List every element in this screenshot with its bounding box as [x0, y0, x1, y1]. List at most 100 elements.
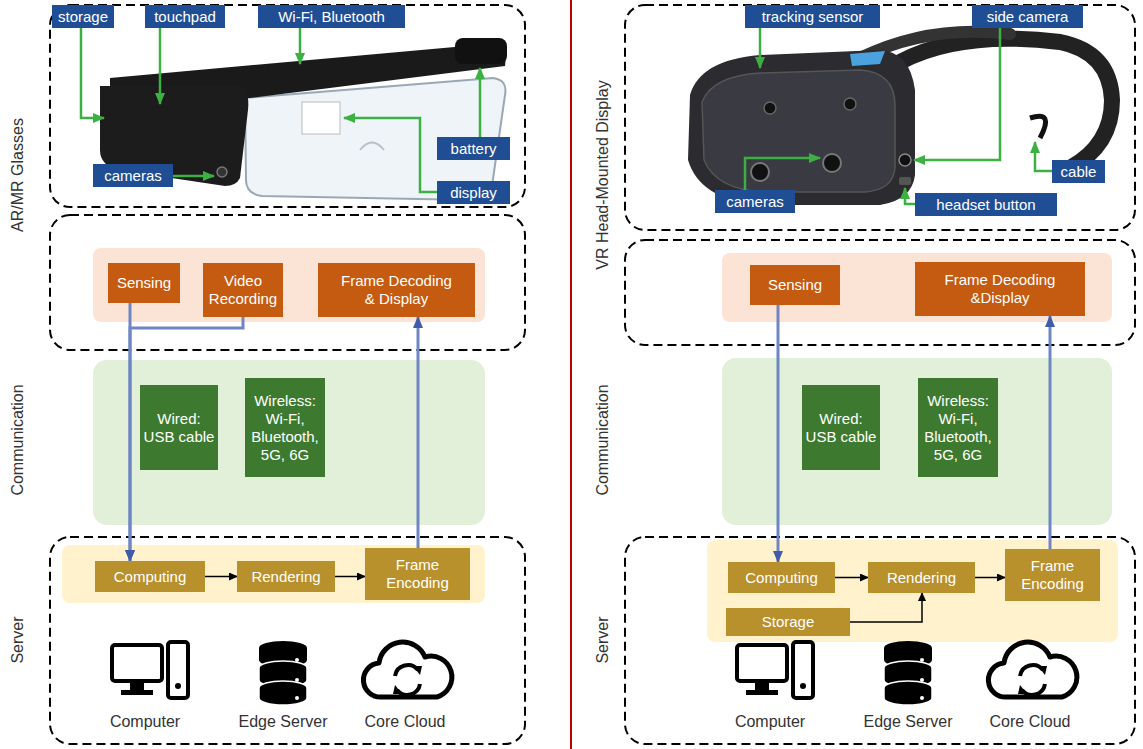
process-arrow [335, 576, 365, 578]
server-icons [112, 641, 452, 705]
server-process-box: Computing [728, 562, 835, 593]
device-process-box: Frame Decoding & Display [318, 263, 475, 317]
data-flow-arrow [1049, 316, 1052, 549]
device-dashed-box [625, 240, 1135, 345]
headset-strap [900, 39, 1112, 168]
headset-button [899, 177, 911, 185]
server-dashed-box [625, 537, 1135, 744]
node-text: Video Recording [206, 272, 280, 308]
headset-cable [1030, 116, 1046, 138]
icon-caption: Edge Server [239, 713, 328, 731]
callout-label: headset button [915, 193, 1057, 216]
panel-divider [570, 0, 572, 749]
node-text: Frame Encoding [368, 556, 467, 592]
node-text: battery [451, 140, 497, 158]
communication-box: Wireless: Wi-Fi, Bluetooth, 5G, 6G [245, 378, 325, 477]
nose-bridge [360, 143, 384, 151]
server-process-box: Rendering [237, 561, 335, 592]
node-text: Wired: USB cable [805, 410, 877, 446]
front-camera [764, 102, 776, 114]
server-process-box: Computing [95, 561, 205, 592]
communication-band [93, 360, 485, 525]
data-flow-arrow [130, 317, 243, 561]
leader-line [173, 175, 214, 178]
device-band [93, 248, 485, 322]
node-text: Rendering [251, 568, 320, 586]
server-process-box: Storage [726, 608, 850, 636]
headset-body [688, 50, 915, 205]
node-text: Wired: USB cable [143, 410, 215, 446]
communication-band [722, 358, 1112, 525]
leader-line [479, 68, 482, 137]
callout-label: cable [1052, 160, 1105, 183]
tracking-accent [850, 51, 885, 66]
leader-line [81, 28, 104, 118]
process-arrow [975, 577, 1005, 579]
node-text: headset button [936, 196, 1035, 214]
icon-caption: Computer [735, 713, 805, 731]
leader-line [914, 28, 1000, 160]
leader-line [159, 28, 162, 104]
communication-box: Wired: USB cable [140, 385, 218, 470]
node-text: display [450, 184, 497, 202]
device-process-box: Sensing [108, 263, 180, 303]
leader-line [759, 28, 762, 68]
side-label: Communication [594, 384, 612, 495]
node-text: Computing [114, 568, 187, 586]
node-text: storage [58, 8, 108, 26]
node-text: tracking sensor [762, 8, 864, 26]
node-text: Frame Encoding [1008, 557, 1097, 593]
communication-box: Wireless: Wi-Fi, Bluetooth, 5G, 6G [918, 378, 998, 477]
side-label: Server [9, 616, 27, 663]
device-dashed-box [50, 215, 525, 350]
leader-line [745, 158, 820, 190]
side-label: Server [594, 616, 612, 663]
side-camera [899, 154, 911, 166]
callout-label: storage [52, 5, 114, 28]
server-band [707, 540, 1118, 642]
node-text: Rendering [887, 569, 956, 587]
server-process-box: Frame Encoding [1005, 549, 1100, 601]
side-label: Communication [9, 384, 27, 495]
glasses-battery [455, 38, 507, 64]
process-arrow [835, 577, 868, 579]
callout-label: cameras [715, 190, 795, 213]
node-text: cameras [104, 167, 162, 185]
leader-line [344, 118, 437, 192]
leader-line [905, 188, 915, 204]
callout-label: display [437, 181, 510, 204]
node-text: Frame Decoding &Display [918, 271, 1082, 307]
process-arrow [205, 576, 237, 578]
ar-glasses-illustration [81, 28, 507, 200]
headset-faceplate [702, 70, 895, 192]
node-text: Computing [745, 569, 818, 587]
callout-label: tracking sensor [745, 5, 880, 28]
side-label: AR/MR Glasses [9, 118, 27, 232]
icon-caption: Core Cloud [365, 713, 446, 731]
callout-label: cameras [93, 164, 173, 187]
node-text: Wireless: Wi-Fi, Bluetooth, 5G, 6G [248, 392, 322, 464]
node-text: cable [1061, 163, 1097, 181]
server-icons [737, 641, 1077, 705]
callout-label: Wi-Fi, Bluetooth [258, 5, 405, 28]
callout-label: side camera [972, 5, 1083, 28]
data-flow-arrow [417, 317, 420, 548]
node-text: Storage [762, 613, 815, 631]
node-text: side camera [987, 8, 1069, 26]
device-process-box: Frame Decoding &Display [915, 262, 1085, 316]
glasses-display [302, 102, 340, 134]
icon-caption: Core Cloud [990, 713, 1071, 731]
callout-label: touchpad [145, 5, 225, 28]
node-text: touchpad [154, 8, 216, 26]
leader-line [1035, 142, 1052, 171]
server-process-box: Rendering [868, 562, 975, 593]
icon-caption: Edge Server [864, 713, 953, 731]
server-band [62, 545, 485, 603]
node-text: Sensing [117, 274, 171, 292]
callout-label: battery [437, 137, 510, 160]
data-flow-arrow [777, 305, 780, 562]
server-dashed-box [50, 537, 525, 744]
node-text: Frame Decoding & Display [321, 272, 472, 308]
front-camera [751, 163, 769, 181]
